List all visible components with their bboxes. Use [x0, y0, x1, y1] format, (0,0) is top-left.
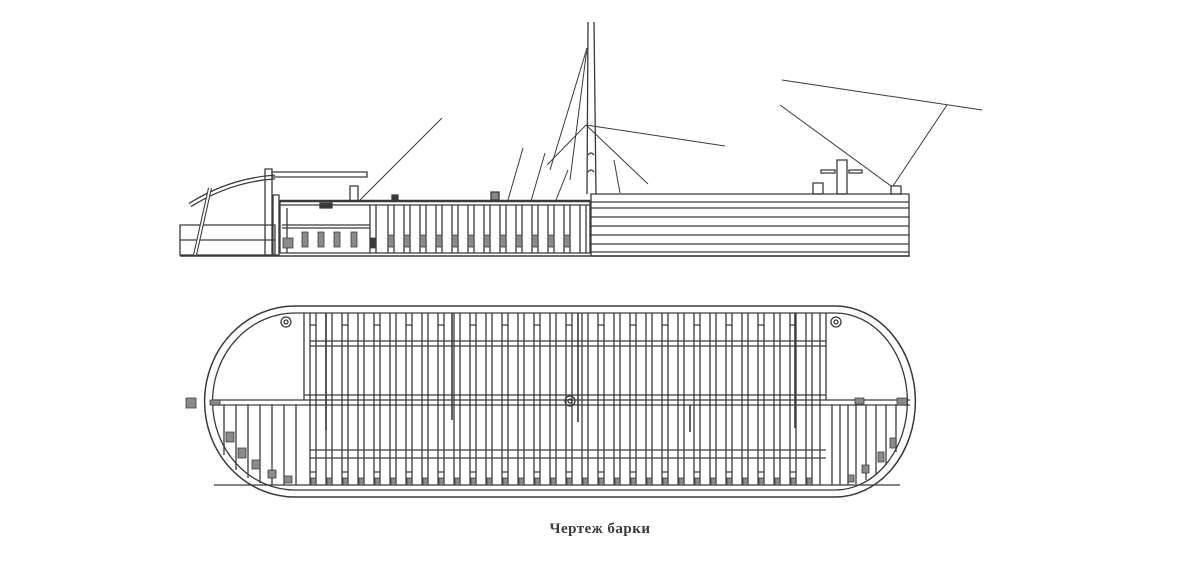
plan-view: [186, 306, 915, 497]
plan-end-frames: [224, 405, 896, 485]
side-stanchions: [287, 205, 376, 253]
plan-stringers: [214, 341, 900, 485]
side-stern-hull: [591, 194, 909, 256]
side-frames: [388, 205, 586, 253]
side-elevation-view: [180, 22, 982, 256]
plan-round-fittings: [281, 317, 841, 406]
plan-hatched-blocks: [186, 398, 907, 485]
plan-rods: [326, 313, 795, 432]
figure-caption: Чертеж барки: [549, 521, 651, 537]
rigging: [360, 48, 982, 201]
mast: [587, 22, 596, 194]
plan-frames: [310, 313, 820, 485]
side-hatched-blocks: [283, 232, 570, 248]
